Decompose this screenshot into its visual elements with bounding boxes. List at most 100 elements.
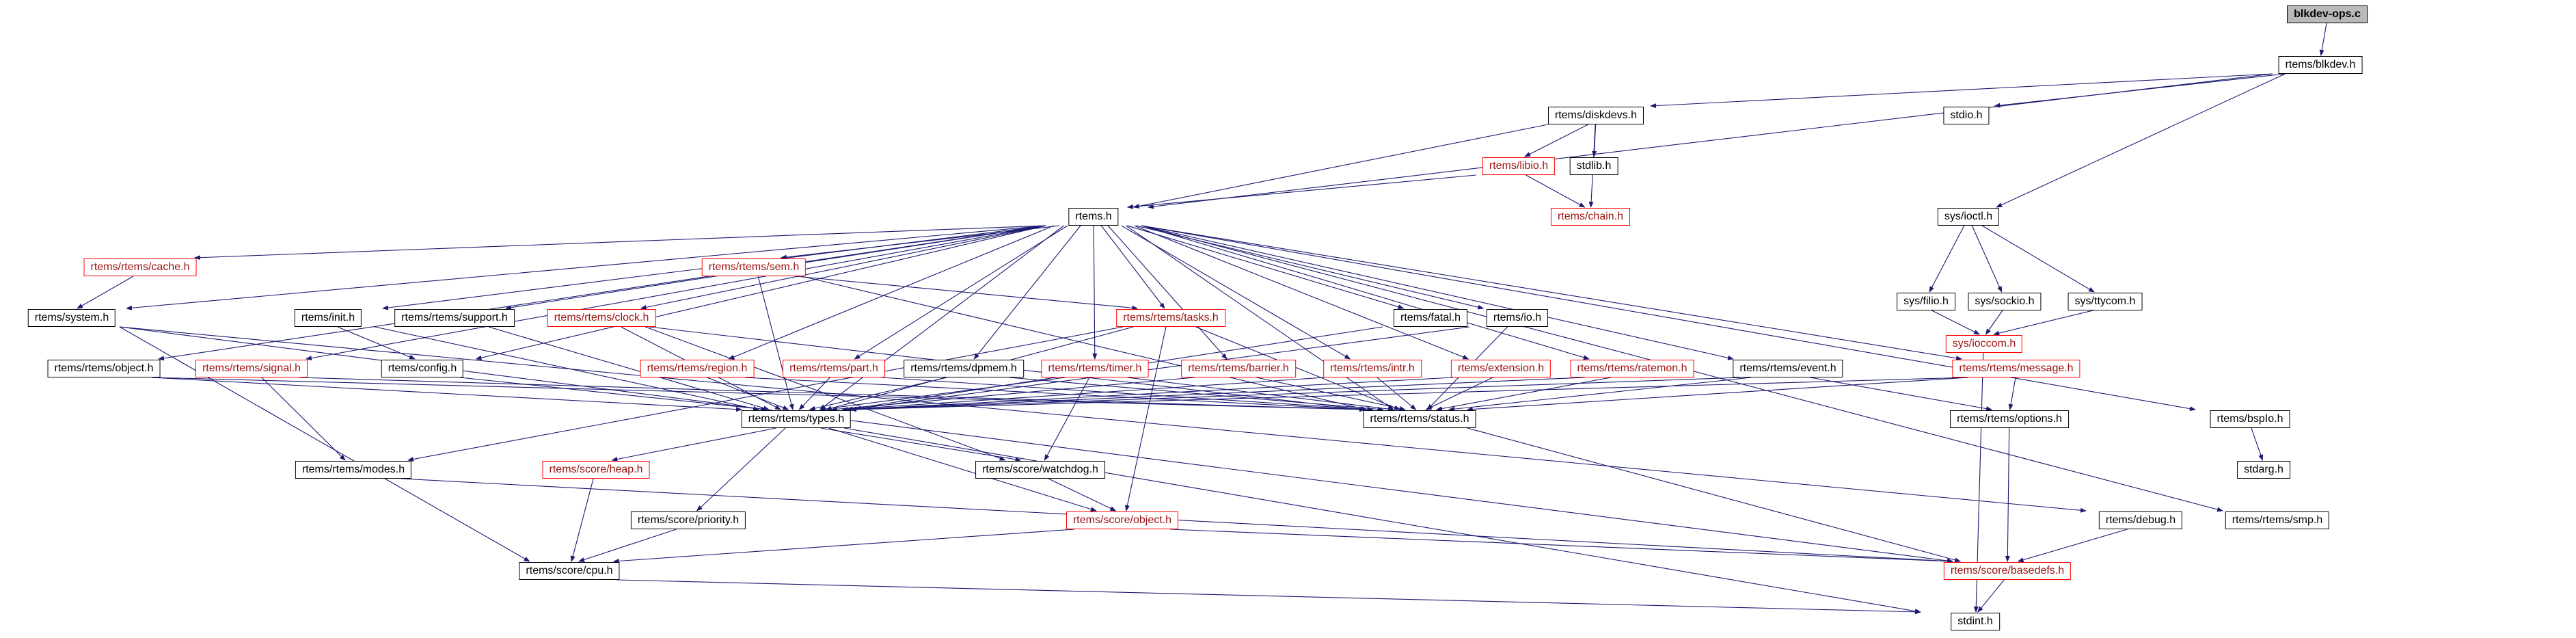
edge-event-options [1810, 377, 1993, 412]
graph-node-basedefs[interactable]: rtems/score/basedefs.h [1943, 562, 2072, 580]
graph-node-sem[interactable]: rtems/rtems/sem.h [701, 258, 806, 276]
graph-node-label: rtems/score/heap.h [549, 464, 643, 475]
edge-heap-cpu [570, 478, 594, 562]
graph-node-label: rtems/rtems/tasks.h [1123, 312, 1219, 323]
graph-node-ioccom[interactable]: sys/ioccom.h [1945, 335, 2023, 353]
graph-node-tasks[interactable]: rtems/rtems/tasks.h [1116, 309, 1225, 327]
graph-node-stdlib[interactable]: stdlib.h [1569, 157, 1618, 175]
edge-rtems-status [1126, 225, 1394, 410]
edge-rtems-config [475, 225, 1046, 360]
edge-rtems-part [854, 225, 1068, 360]
edge-types-stdint [843, 427, 1921, 614]
graph-node-sockio[interactable]: sys/sockio.h [1968, 293, 2042, 310]
graph-node-debug[interactable]: rtems/debug.h [2098, 511, 2183, 529]
graph-node-label: rtems/debug.h [2105, 514, 2176, 526]
graph-node-modes[interactable]: rtems/rtems/modes.h [295, 461, 412, 479]
graph-node-init[interactable]: rtems/init.h [294, 309, 362, 327]
edge-sobject-basedefs [1169, 529, 1953, 564]
edge-intr-types [841, 377, 1325, 412]
edge-timer-status [1127, 377, 1394, 412]
graph-node-label: rtems/rtems/message.h [1959, 362, 2074, 374]
graph-node-types[interactable]: rtems/rtems/types.h [741, 410, 852, 428]
graph-node-priority[interactable]: rtems/score/priority.h [630, 511, 746, 529]
graph-node-cpu[interactable]: rtems/score/cpu.h [519, 562, 620, 580]
graph-node-label: rtems/rtems/options.h [1957, 413, 2062, 425]
graph-node-extension[interactable]: rtems/extension.h [1450, 360, 1551, 377]
graph-node-message[interactable]: rtems/rtems/message.h [1952, 360, 2080, 377]
graph-node-dpmem[interactable]: rtems/rtems/dpmem.h [904, 360, 1024, 377]
edge-root-blkdev [2319, 23, 2327, 56]
edge-cpu-stdint [616, 579, 1921, 615]
graph-node-bspio[interactable]: rtems/bspIo.h [2210, 410, 2290, 428]
graph-node-options[interactable]: rtems/rtems/options.h [1950, 410, 2069, 428]
graph-node-ratemon[interactable]: rtems/rtems/ratemon.h [1570, 360, 1694, 377]
graph-node-status[interactable]: rtems/rtems/status.h [1363, 410, 1476, 428]
graph-node-label: rtems/rtems/cache.h [90, 261, 190, 273]
edge-ttycom-ioccom [1993, 310, 2093, 336]
graph-node-diskdevs[interactable]: rtems/diskdevs.h [1547, 107, 1644, 124]
graph-node-libio[interactable]: rtems/libio.h [1482, 157, 1556, 175]
graph-node-sobject[interactable]: rtems/score/object.h [1066, 511, 1179, 529]
graph-node-ttycom[interactable]: sys/ttycom.h [2067, 293, 2143, 310]
edge-init-types [375, 326, 760, 411]
graph-node-system[interactable]: rtems/system.h [27, 309, 116, 327]
edge-rtems-fatal [1127, 225, 1405, 310]
edge-types-watchdog [820, 427, 1022, 462]
graph-node-intr[interactable]: rtems/rtems/intr.h [1323, 360, 1422, 377]
graph-node-timer[interactable]: rtems/rtems/timer.h [1041, 360, 1149, 377]
graph-node-fatal[interactable]: rtems/fatal.h [1393, 309, 1468, 327]
graph-node-ioctl[interactable]: sys/ioctl.h [1937, 208, 2000, 226]
graph-node-label: stdarg.h [2244, 464, 2283, 475]
edge-cache-system [77, 276, 134, 309]
graph-node-region[interactable]: rtems/rtems/region.h [640, 360, 755, 377]
graph-node-chain[interactable]: rtems/chain.h [1550, 208, 1631, 226]
graph-node-sysfilio[interactable]: sys/filio.h [1897, 293, 1955, 310]
graph-node-event[interactable]: rtems/rtems/event.h [1733, 360, 1843, 377]
edge-ratemon-types [850, 377, 1585, 412]
graph-node-cache[interactable]: rtems/rtems/cache.h [83, 258, 197, 276]
graph-node-stdarg[interactable]: stdarg.h [2237, 461, 2290, 479]
edge-sem-types [757, 276, 794, 410]
edge-rtems-signal [306, 225, 1046, 361]
edge-init-config [337, 326, 416, 360]
graph-node-signal[interactable]: rtems/rtems/signal.h [195, 360, 308, 377]
graph-node-stdint[interactable]: stdint.h [1951, 613, 2000, 630]
edge-rtems-timer [1092, 225, 1098, 360]
edge-extension-status [1425, 377, 1493, 410]
graph-node-blkdev[interactable]: rtems/blkdev.h [2278, 56, 2363, 74]
graph-node-heap[interactable]: rtems/score/heap.h [542, 461, 650, 479]
graph-node-smp[interactable]: rtems/rtems/smp.h [2225, 511, 2330, 529]
edge-diskdevs-libio [1524, 124, 1588, 157]
edge-region-status [744, 377, 1366, 412]
graph-node-label: stdlib.h [1576, 160, 1612, 172]
graph-node-label: rtems/score/watchdog.h [982, 464, 1098, 475]
graph-node-label: rtems/rtems/region.h [647, 362, 748, 374]
graph-node-support[interactable]: rtems/rtems/support.h [394, 309, 515, 327]
edge-signal-status [299, 377, 1366, 412]
graph-node-part[interactable]: rtems/rtems/part.h [783, 360, 885, 377]
graph-node-rtems[interactable]: rtems.h [1068, 208, 1119, 226]
graph-node-watchdog[interactable]: rtems/score/watchdog.h [975, 461, 1105, 479]
graph-node-io[interactable]: rtems/io.h [1486, 309, 1549, 327]
edge-message-options [2008, 377, 2016, 410]
graph-node-label: rtems/rtems/timer.h [1048, 362, 1142, 374]
edge-rtems-barrier [1107, 225, 1228, 360]
graph-node-label: rtems/rtems/status.h [1370, 413, 1469, 425]
graph-node-config[interactable]: rtems/config.h [381, 360, 464, 377]
graph-node-label: rtems/rtems/signal.h [202, 362, 301, 374]
edge-support-types [488, 326, 770, 411]
graph-node-stdio[interactable]: stdio.h [1943, 107, 1990, 124]
graph-node-label: rtems/init.h [301, 312, 355, 323]
graph-node-robject[interactable]: rtems/rtems/object.h [47, 360, 161, 377]
edge-ioctl-ttycom [1981, 225, 2095, 293]
edge-blkdev-ioctl [1996, 73, 2286, 208]
graph-node-barrier[interactable]: rtems/rtems/barrier.h [1181, 360, 1296, 377]
graph-node-root[interactable]: blkdev-ops.c [2287, 5, 2368, 23]
edge-tasks-sobject [1124, 326, 1167, 511]
graph-node-label: sys/ttycom.h [2074, 295, 2136, 307]
edge-message-status [1466, 377, 1969, 412]
edge-rtems-region [728, 225, 1055, 360]
graph-node-clock[interactable]: rtems/rtems/clock.h [547, 309, 656, 327]
